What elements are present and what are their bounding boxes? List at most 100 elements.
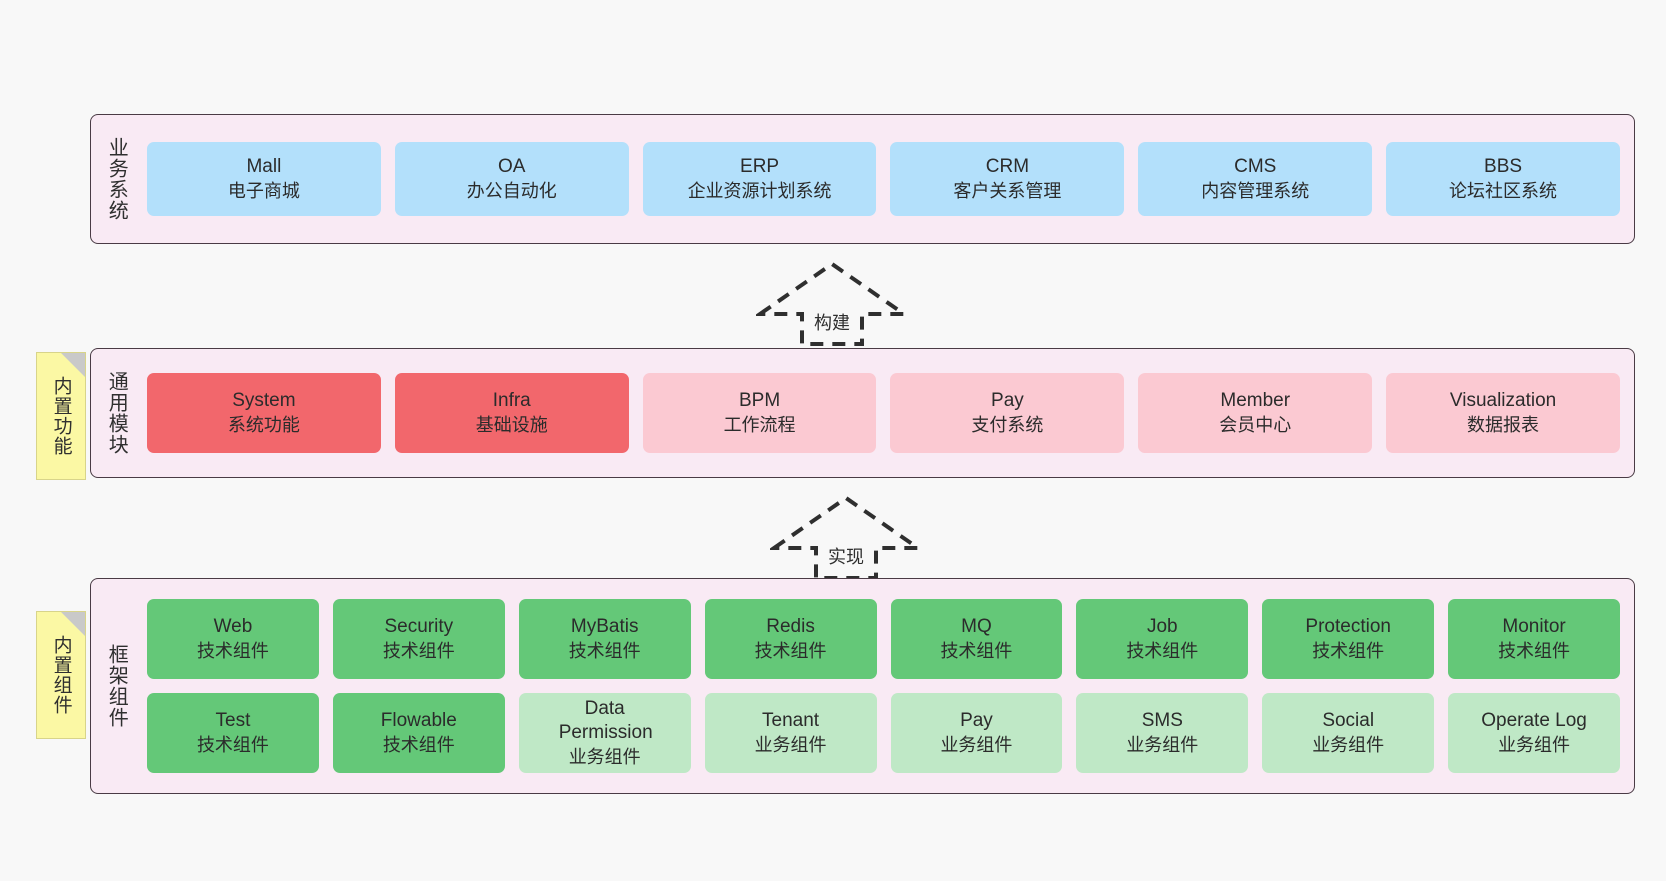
card-pay-module-name: Pay <box>991 389 1024 411</box>
connector-build: 构建 <box>756 258 908 348</box>
card-mall-desc: 电子商城 <box>227 180 300 201</box>
section-framework-component-label: 框架组件 <box>105 644 128 728</box>
card-pay-component-desc: 业务组件 <box>940 734 1013 755</box>
card-crm-desc: 客户关系管理 <box>953 180 1062 201</box>
card-infra-name: Infra <box>492 389 531 411</box>
card-job-desc: 技术组件 <box>1126 640 1199 661</box>
card-tenant[interactable]: Tenant 业务组件 <box>704 693 877 773</box>
card-pay-component-name: Pay <box>960 709 993 731</box>
card-mq-desc: 技术组件 <box>940 640 1013 661</box>
card-monitor[interactable]: Monitor 技术组件 <box>1448 599 1620 679</box>
card-redis[interactable]: Redis 技术组件 <box>704 599 877 679</box>
framework-row-business: Test 技术组件 Flowable 技术组件 Data Permission … <box>147 693 1620 773</box>
card-system[interactable]: System 系统功能 <box>147 373 381 453</box>
card-operate-log-name: Operate Log <box>1481 709 1587 731</box>
card-oa[interactable]: OA 办公自动化 <box>394 142 629 216</box>
card-cms-name: CMS <box>1234 155 1277 177</box>
card-bbs-desc: 论坛社区系统 <box>1449 180 1558 201</box>
card-web[interactable]: Web 技术组件 <box>147 599 319 679</box>
card-pay-module[interactable]: Pay 支付系统 <box>890 373 1125 453</box>
section-business-system: 业务系统 Mall 电子商城 OA 办公自动化 ERP 企业资源计划系统 CRM… <box>90 114 1635 244</box>
card-web-desc: 技术组件 <box>196 640 269 661</box>
card-cms-desc: 内容管理系统 <box>1201 180 1310 201</box>
card-redis-desc: 技术组件 <box>754 640 827 661</box>
card-security-name: Security <box>384 615 454 637</box>
card-bpm-name: BPM <box>738 389 781 411</box>
card-mall[interactable]: Mall 电子商城 <box>147 142 381 216</box>
connector-implement: 实现 <box>770 492 922 582</box>
card-oa-name: OA <box>498 155 526 177</box>
card-security[interactable]: Security 技术组件 <box>332 599 505 679</box>
framework-row-technical: Web 技术组件 Security 技术组件 MyBatis 技术组件 Redi… <box>147 599 1620 679</box>
card-cms[interactable]: CMS 内容管理系统 <box>1138 142 1373 216</box>
card-pay-component[interactable]: Pay 业务组件 <box>890 693 1063 773</box>
card-visualization[interactable]: Visualization 数据报表 <box>1386 373 1620 453</box>
card-crm[interactable]: CRM 客户关系管理 <box>890 142 1125 216</box>
card-data-permission[interactable]: Data Permission 业务组件 <box>518 693 691 773</box>
card-job-name: Job <box>1146 615 1178 637</box>
card-sms-desc: 业务组件 <box>1126 734 1199 755</box>
card-mall-name: Mall <box>246 155 282 177</box>
card-protection[interactable]: Protection 技术组件 <box>1262 599 1435 679</box>
note-builtin-feature-text: 内置功能 <box>50 376 72 456</box>
card-test-name: Test <box>215 709 251 731</box>
card-operate-log[interactable]: Operate Log 业务组件 <box>1448 693 1620 773</box>
card-bbs-name: BBS <box>1484 155 1523 177</box>
card-mybatis-desc: 技术组件 <box>568 640 641 661</box>
card-infra[interactable]: Infra 基础设施 <box>394 373 629 453</box>
card-oa-desc: 办公自动化 <box>466 180 557 201</box>
card-job[interactable]: Job 技术组件 <box>1076 599 1249 679</box>
note-builtin-component: 内置组件 <box>36 611 86 739</box>
card-monitor-desc: 技术组件 <box>1498 640 1571 661</box>
card-sms-name: SMS <box>1141 709 1183 731</box>
card-social-name: Social <box>1322 709 1375 731</box>
card-data-permission-desc: 业务组件 <box>568 747 641 767</box>
card-test-desc: 技术组件 <box>196 734 269 755</box>
card-visualization-name: Visualization <box>1449 389 1557 411</box>
connector-build-label: 构建 <box>814 313 850 333</box>
section-common-module-label: 通用模块 <box>105 371 128 455</box>
note-builtin-feature: 内置功能 <box>36 352 86 480</box>
card-tenant-name: Tenant <box>762 709 820 731</box>
card-bpm[interactable]: BPM 工作流程 <box>642 373 877 453</box>
card-social-desc: 业务组件 <box>1312 734 1385 755</box>
section-business-system-cards: Mall 电子商城 OA 办公自动化 ERP 企业资源计划系统 CRM 客户关系… <box>141 115 1634 243</box>
card-operate-log-desc: 业务组件 <box>1498 734 1571 755</box>
section-framework-component-cards: Web 技术组件 Security 技术组件 MyBatis 技术组件 Redi… <box>141 579 1634 793</box>
card-protection-desc: 技术组件 <box>1312 640 1385 661</box>
card-visualization-desc: 数据报表 <box>1467 414 1540 435</box>
card-flowable-desc: 技术组件 <box>382 734 455 755</box>
card-flowable-name: Flowable <box>380 709 457 731</box>
card-mq[interactable]: MQ 技术组件 <box>890 599 1063 679</box>
section-business-system-label: 业务系统 <box>105 137 128 221</box>
connector-implement-label: 实现 <box>828 547 864 567</box>
card-bpm-desc: 工作流程 <box>723 414 796 435</box>
card-protection-name: Protection <box>1305 615 1391 637</box>
card-erp[interactable]: ERP 企业资源计划系统 <box>642 142 877 216</box>
card-infra-desc: 基础设施 <box>475 414 548 435</box>
card-member-desc: 会员中心 <box>1219 414 1292 435</box>
card-crm-name: CRM <box>985 155 1030 177</box>
card-member-name: Member <box>1220 389 1291 411</box>
card-erp-name: ERP <box>740 155 780 177</box>
card-mybatis[interactable]: MyBatis 技术组件 <box>518 599 691 679</box>
card-bbs[interactable]: BBS 论坛社区系统 <box>1386 142 1620 216</box>
card-member[interactable]: Member 会员中心 <box>1138 373 1373 453</box>
card-tenant-desc: 业务组件 <box>754 734 827 755</box>
section-framework-component: 框架组件 Web 技术组件 Security 技术组件 MyBatis 技术组件… <box>90 578 1635 794</box>
card-monitor-name: Monitor <box>1502 615 1566 637</box>
card-mq-name: MQ <box>961 615 992 637</box>
note-builtin-component-text: 内置组件 <box>50 635 72 715</box>
card-redis-name: Redis <box>766 615 815 637</box>
card-web-name: Web <box>213 615 253 637</box>
section-common-module: 通用模块 System 系统功能 Infra 基础设施 BPM 工作流程 Pay… <box>90 348 1635 478</box>
card-test[interactable]: Test 技术组件 <box>147 693 319 773</box>
card-flowable[interactable]: Flowable 技术组件 <box>332 693 505 773</box>
card-sms[interactable]: SMS 业务组件 <box>1076 693 1249 773</box>
card-security-desc: 技术组件 <box>382 640 455 661</box>
card-data-permission-name: Data Permission <box>558 697 653 744</box>
card-social[interactable]: Social 业务组件 <box>1262 693 1435 773</box>
card-erp-desc: 企业资源计划系统 <box>687 180 832 201</box>
section-common-module-cards: System 系统功能 Infra 基础设施 BPM 工作流程 Pay 支付系统… <box>141 349 1634 477</box>
